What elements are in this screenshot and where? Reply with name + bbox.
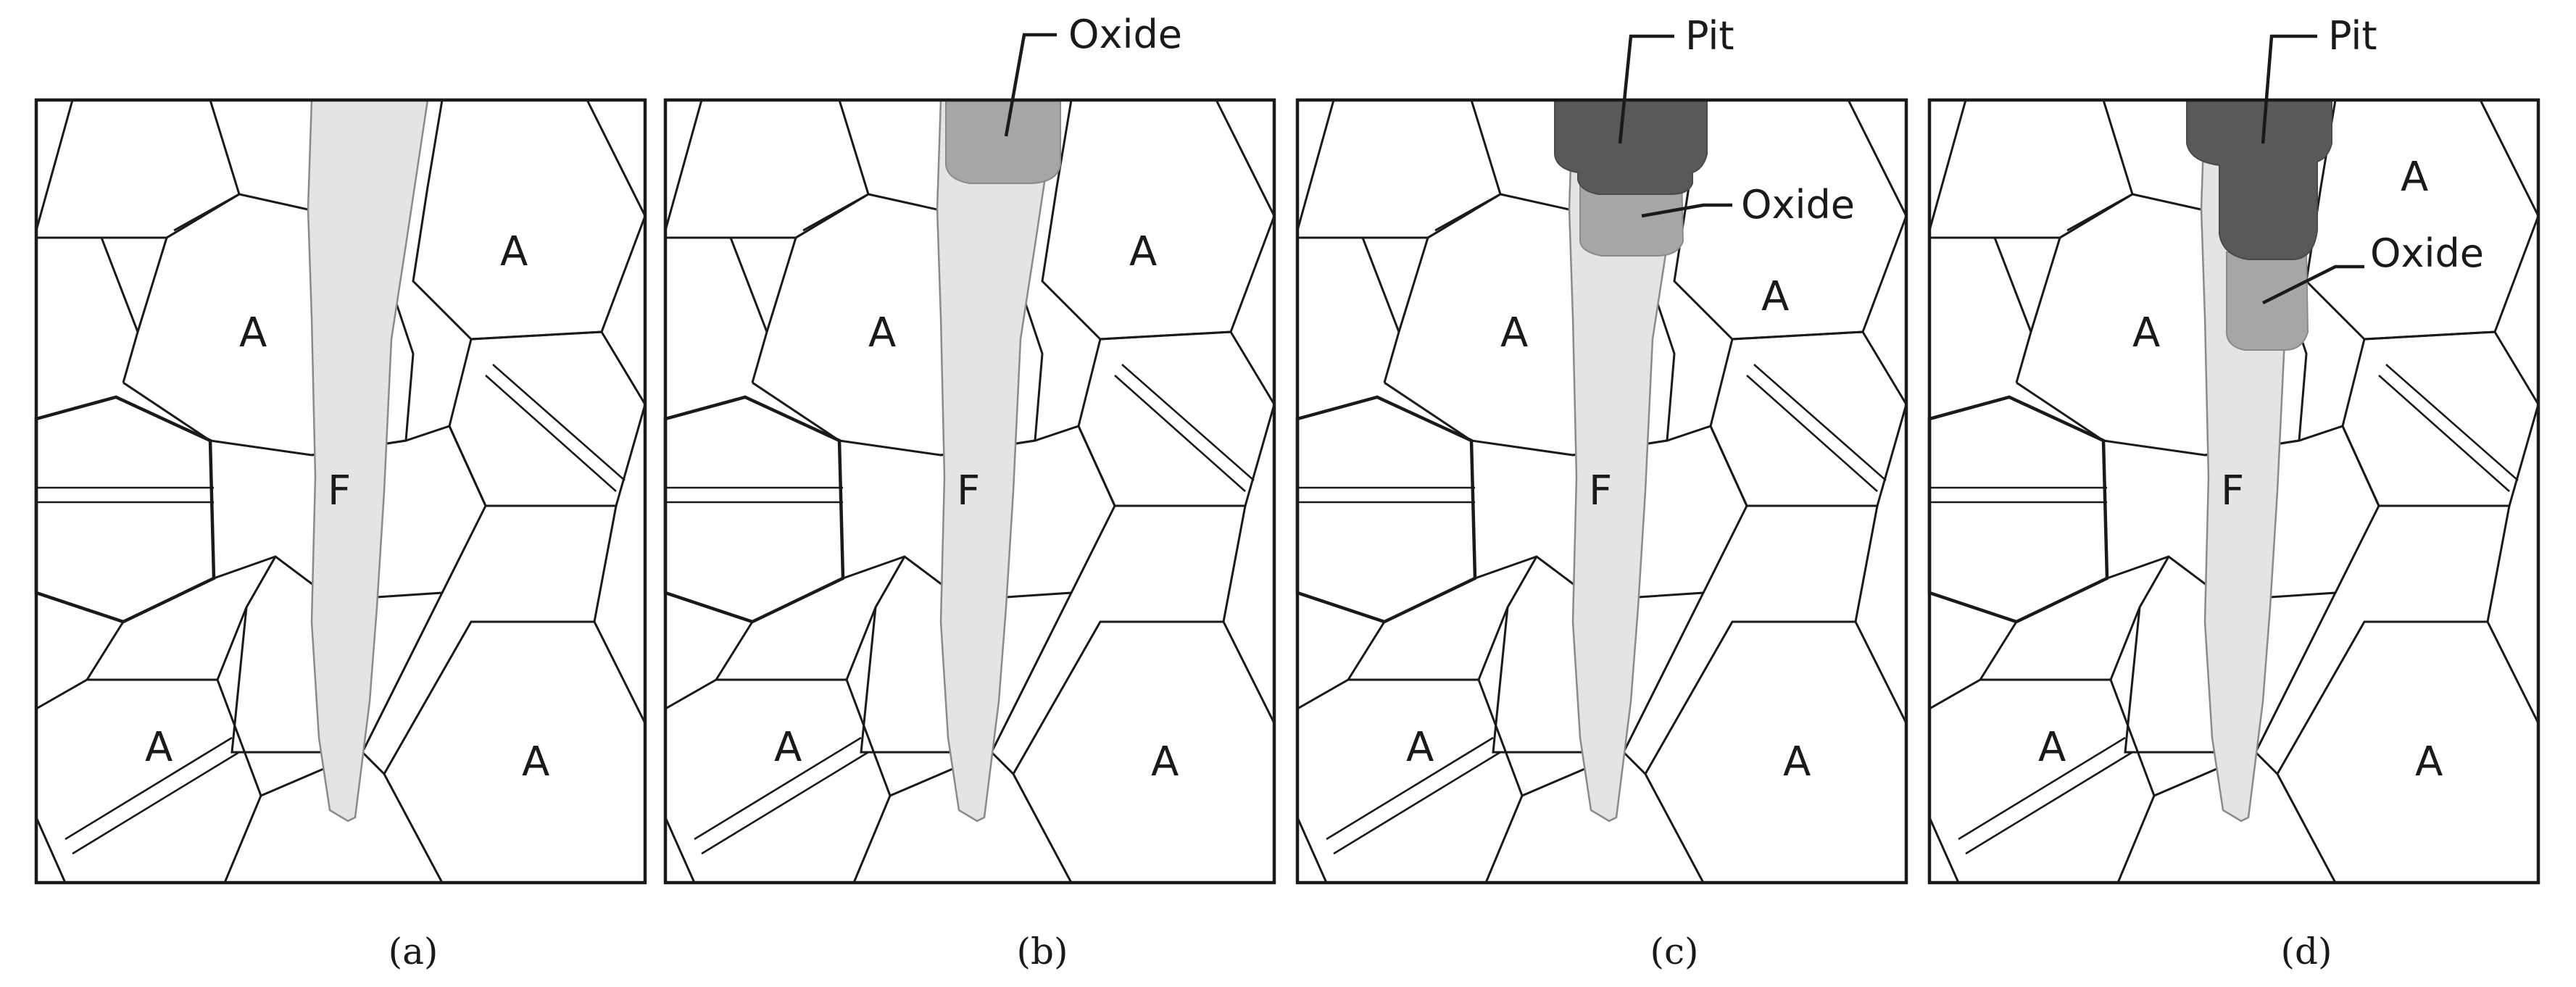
ferrite-label: F [1589,467,1612,515]
oxide-leader-line [1641,203,1732,218]
ferrite-label: F [2221,467,2244,515]
pit-callout: Pit [2328,13,2377,59]
oxide-callout: Oxide [1068,12,1182,57]
panel-caption: (c) [1650,930,1698,973]
ferrite-band [936,99,1058,822]
panel-d: Pit Oxide A A F A A (d) [1927,13,2540,973]
austenite-label: A [1151,738,1179,786]
austenite-label: A [239,309,267,357]
austenite-label: A [522,738,549,786]
panel-frame [34,98,647,885]
pit-leader-line [2261,34,2317,144]
ferrite-label: F [957,467,980,515]
austenite-label: A [145,724,173,771]
panel-frame [663,98,1276,885]
panel-caption: (a) [389,930,439,973]
pit-leader-line [1618,34,1674,144]
ferrite-band [307,99,429,822]
oxide-leader-line [2261,265,2364,305]
austenite-label: A [1783,738,1811,786]
austenite-label: A [774,724,802,771]
ferrite-band [1568,99,1690,822]
panel-caption: (b) [1016,930,1068,973]
austenite-label: A [868,309,896,357]
panel-caption: (d) [2280,930,2332,973]
austenite-label: A [500,228,528,275]
austenite-label: A [2132,309,2160,357]
panel-a: A A F A A (a) [34,98,647,973]
austenite-label: A [2038,724,2066,771]
pit [1554,99,1708,195]
panel-b: Oxide A A F A A (b) [663,12,1276,973]
austenite-label: A [1761,273,1789,320]
austenite-label: A [1129,228,1157,275]
oxide-leader-line [1004,33,1057,137]
panel-frame [1927,98,2540,885]
panel-c: Pit Oxide A A F A A (c) [1295,13,1908,973]
austenite-label: A [1406,724,1434,771]
oxide-callout: Oxide [2370,230,2484,276]
ferrite-label: F [328,467,351,515]
austenite-label: A [1500,309,1528,357]
oxide-callout: Oxide [1741,182,1855,228]
pit-callout: Pit [1685,13,1734,59]
pit [2186,99,2332,260]
austenite-label: A [2401,154,2428,201]
panel-frame [1295,98,1908,885]
austenite-label: A [2415,738,2443,786]
oxide-layer [945,99,1061,184]
